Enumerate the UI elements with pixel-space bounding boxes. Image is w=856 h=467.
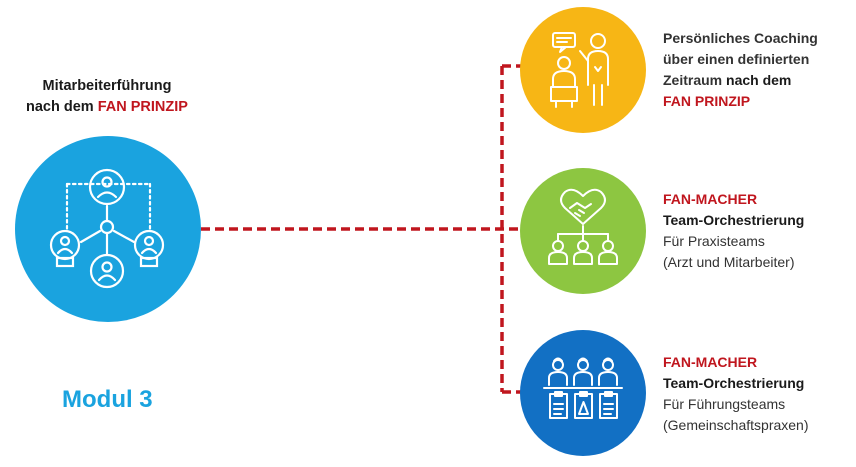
node-fuehrungsteams-line4: (Gemeinschaftspraxen) xyxy=(663,417,809,433)
node-coaching xyxy=(520,7,646,133)
node-fuehrungsteams-line1: FAN-MACHER xyxy=(663,354,758,370)
node-praxisteams xyxy=(520,168,646,294)
node-praxisteams-line4: (Arzt und Mitarbeiter) xyxy=(663,254,795,270)
node-fuehrungsteams-line2: Team-Orchestrierung xyxy=(663,375,805,391)
handshake-team-icon xyxy=(548,188,618,265)
node-fuehrungsteams-text: FAN-MACHER Team-Orchestrierung Für Führu… xyxy=(663,352,809,436)
node-fuehrungsteams-line3: Für Führungsteams xyxy=(663,396,786,412)
hub-title-line1: Mitarbeiterführung xyxy=(42,78,172,94)
node-coaching-text: Persönliches Coaching über einen definie… xyxy=(663,28,818,112)
hub-circle xyxy=(15,136,201,322)
node-coaching-line3b: nach dem xyxy=(722,72,792,88)
module-label: Modul 3 xyxy=(62,386,153,413)
hub-title-prefix: nach dem xyxy=(26,99,98,115)
hub-title-accent: FAN PRINZIP xyxy=(97,99,188,115)
team-network-icon xyxy=(49,168,165,289)
node-coaching-line3a: Zeitraum xyxy=(663,72,723,88)
node-praxisteams-line3: Für Praxisteams xyxy=(663,233,765,249)
node-fuehrungsteams xyxy=(520,330,646,456)
node-coaching-line4: FAN PRINZIP xyxy=(663,93,751,109)
node-praxisteams-line1: FAN-MACHER xyxy=(663,191,758,207)
node-coaching-line2: über einen definierten xyxy=(663,51,810,67)
node-praxisteams-line2: Team-Orchestrierung xyxy=(663,212,805,228)
hub-title: Mitarbeiterführung nach dem FAN PRINZIP xyxy=(0,76,214,118)
node-praxisteams-text: FAN-MACHER Team-Orchestrierung Für Praxi… xyxy=(663,189,804,273)
node-coaching-line3: Zeitraum nach dem xyxy=(663,70,818,91)
coaching-presentation-icon xyxy=(550,32,609,108)
node-coaching-line1: Persönliches Coaching xyxy=(663,30,818,46)
leadership-team-clipboard-icon xyxy=(543,357,623,419)
hub-title-line2: nach dem FAN PRINZIP xyxy=(0,97,214,118)
